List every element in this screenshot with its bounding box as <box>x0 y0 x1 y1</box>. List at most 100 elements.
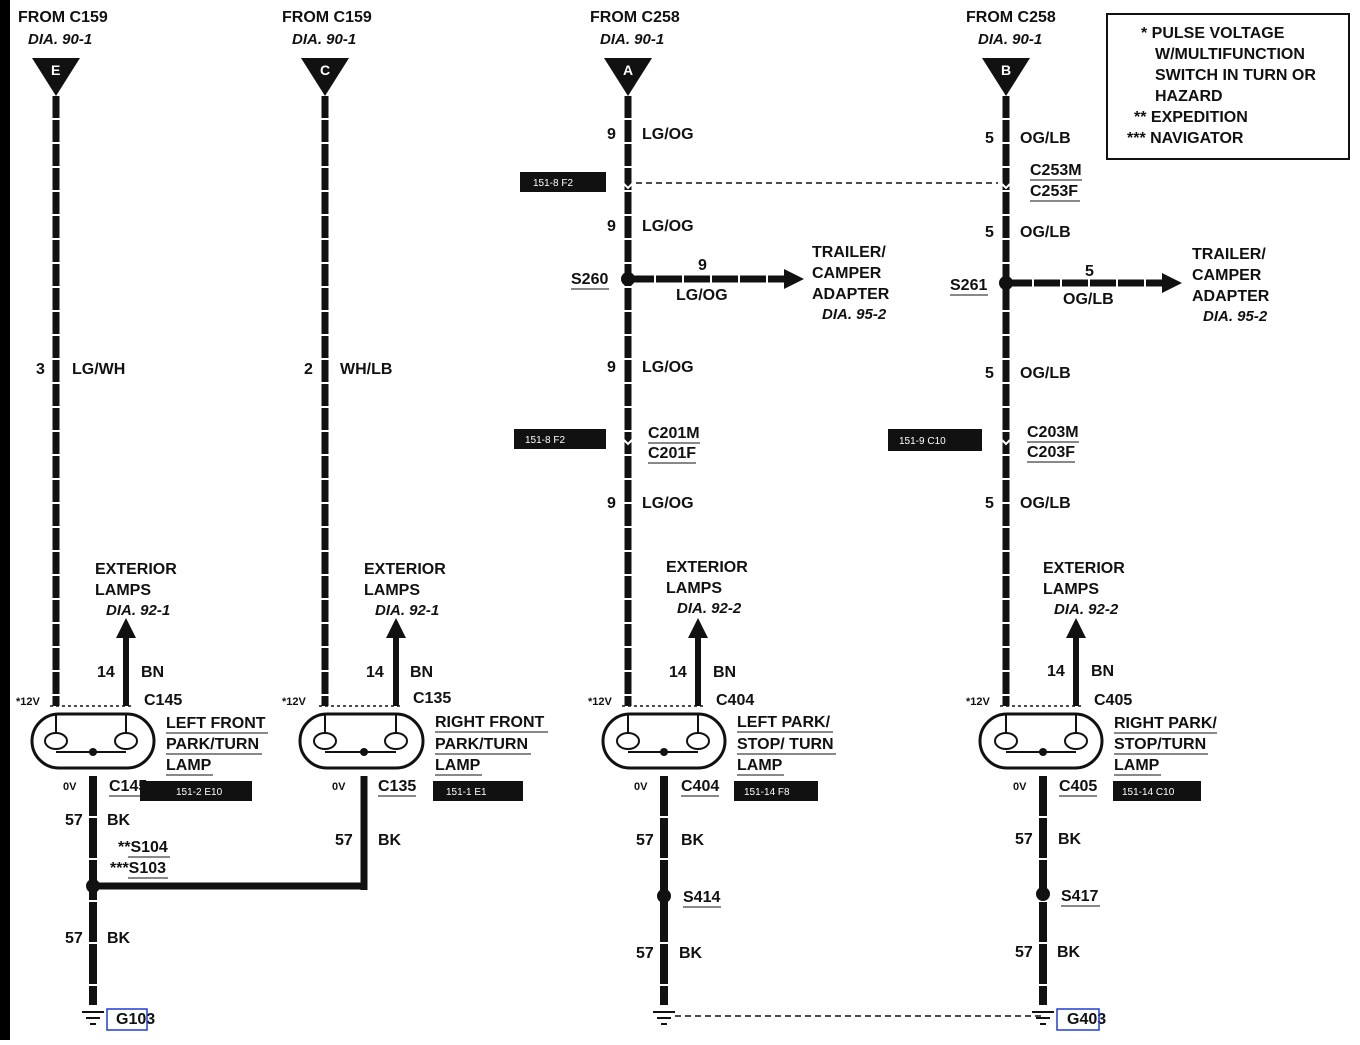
circuit-b-dia: DIA. 90-1 <box>978 31 1042 48</box>
circuit-a-br-col: LG/OG <box>676 287 728 304</box>
circuit-e-lamp-1: LEFT FRONT <box>166 715 266 732</box>
circuit-b-trailer1: TRAILER/ <box>1192 246 1266 263</box>
circuit-b-volt-top: *12V <box>966 696 991 708</box>
circuit-b-lamp-node <box>1039 748 1047 756</box>
circuit-b-w2-num: 5 <box>985 224 994 241</box>
circuit-e-conn-top: C145 <box>144 692 182 709</box>
circuit-c-bn-num: 14 <box>366 664 384 681</box>
circuit-a-dia: DIA. 90-1 <box>600 31 664 48</box>
circuit-e-connector-triangle <box>32 58 80 96</box>
circuit-c-bn-arrow <box>386 618 406 638</box>
circuit-a-lamp-2: STOP/ TURN <box>737 736 834 753</box>
circuit-c-ext-title1: EXTERIOR <box>364 561 446 578</box>
circuit-b-w3-num: 5 <box>985 365 994 382</box>
circuit-b-g1-col: BK <box>1058 831 1082 848</box>
circuit-c-gnd-num: 57 <box>335 832 353 849</box>
circuit-a-pin: A <box>623 62 633 78</box>
circuit-e-gnd-col1: BK <box>107 812 131 829</box>
circuit-b-trailer3: ADAPTER <box>1192 288 1270 305</box>
circuit-b-w3-col: OG/LB <box>1020 365 1071 382</box>
circuit-b-bn-label: BN <box>1091 663 1114 680</box>
circuit-a-trailer-dia: DIA. 95-2 <box>822 306 887 323</box>
circuit-b-s417-node <box>1036 887 1050 901</box>
circuit-e-wire-color: LG/WH <box>72 361 125 378</box>
circuit-a-conn-m: C201M <box>648 425 700 442</box>
circuit-b-ext-title1: EXTERIOR <box>1043 560 1125 577</box>
circuit-a-lamp-body <box>601 712 727 770</box>
circuit-b-trailer2: CAMPER <box>1192 267 1262 284</box>
legend-line-3: SWITCH IN TURN OR <box>1155 67 1316 84</box>
circuit-e-gnd-num2: 57 <box>65 930 83 947</box>
circuit-c-wire-color: WH/LB <box>340 361 392 378</box>
circuit-e-ext-title2: LAMPS <box>95 582 151 599</box>
circuit-a-lamp-3: LAMP <box>737 757 783 774</box>
circuit-a-g2-num: 57 <box>636 945 654 962</box>
circuit-e-ext-title1: EXTERIOR <box>95 561 177 578</box>
circuit-c-lamp-node <box>360 748 368 756</box>
circuit-a-ref3-tag <box>734 781 818 801</box>
circuit-b-branch-arrow <box>1162 273 1182 293</box>
circuit-e-bn-num: 14 <box>97 664 115 681</box>
circuit-b-ref2-tag <box>888 429 982 451</box>
circuit-c-volt-top: *12V <box>282 696 307 708</box>
circuit-c-dia: DIA. 90-1 <box>292 31 356 48</box>
circuit-b-g1-num: 57 <box>1015 831 1033 848</box>
circuit-a-ext-dia: DIA. 92-2 <box>677 600 742 617</box>
circuit-b-conn-top: C405 <box>1094 692 1132 709</box>
circuit-b-bn-arrow <box>1066 618 1086 638</box>
circuit-c-lamp-3: LAMP <box>435 757 481 774</box>
circuit-e-bn-arrow <box>116 618 136 638</box>
circuit-b-g2-col: BK <box>1057 944 1081 961</box>
circuit-b-w2-col: OG/LB <box>1020 224 1071 241</box>
circuit-b-ground-label: G403 <box>1067 1011 1106 1028</box>
circuit-b-conn-bot: C405 <box>1059 778 1097 795</box>
circuit-a-ref2-tag <box>514 429 606 449</box>
circuit-a-g1-num: 57 <box>636 832 654 849</box>
circuit-c-ref-text: 151-1 E1 <box>446 787 487 798</box>
circuit-b-ground-symbol <box>1032 1011 1054 1025</box>
circuit-a-br-num: 9 <box>698 257 707 274</box>
legend-line-6: *** NAVIGATOR <box>1127 130 1244 147</box>
circuit-e-gnd-col2: BK <box>107 930 131 947</box>
circuit-a-branch-arrow <box>784 269 804 289</box>
circuit-e-ground-highlight <box>106 1008 148 1031</box>
circuit-e-ground-label: G103 <box>116 1011 155 1028</box>
circuit-c-from: FROM C159 <box>282 9 372 26</box>
circuit-a-ext-title1: EXTERIOR <box>666 559 748 576</box>
circuit-a-volt-bot: 0V <box>634 781 648 793</box>
circuit-b-conn-f: C203F <box>1027 444 1075 461</box>
circuit-b-connector-triangle <box>982 58 1030 96</box>
circuit-b-br-num: 5 <box>1085 263 1094 280</box>
circuit-b-splice2: S417 <box>1061 888 1098 905</box>
circuit-b-c253-chevron <box>997 179 1015 190</box>
circuit-c-connector-triangle <box>301 58 349 96</box>
circuit-b-pin: B <box>1001 62 1011 78</box>
circuit-a: FROM C258 DIA. 90-1 A 9 LG/OG 151-8 F2 9… <box>514 9 1042 1025</box>
circuit-e-from: FROM C159 <box>18 9 108 26</box>
circuit-b-w1-num: 5 <box>985 130 994 147</box>
circuit-b-g2-num: 57 <box>1015 944 1033 961</box>
circuit-a-lamp-1: LEFT PARK/ <box>737 714 831 731</box>
circuit-e-wire-num: 3 <box>36 361 45 378</box>
circuit-b-c203-chevron <box>997 435 1015 446</box>
circuit-e-ref-text: 151-2 E10 <box>176 787 223 798</box>
circuit-e-conn-bot: C145 <box>109 778 147 795</box>
circuit-a-w4-col: LG/OG <box>642 495 694 512</box>
circuit-b-ext-title2: LAMPS <box>1043 581 1099 598</box>
circuit-b-w1-col: OG/LB <box>1020 130 1071 147</box>
circuit-e-bn-label: BN <box>141 664 164 681</box>
circuit-a-w1-num: 9 <box>607 126 616 143</box>
circuit-b-ref3-tag <box>1113 781 1201 801</box>
page-edge <box>0 0 10 1040</box>
circuit-c-wire-num: 2 <box>304 361 313 378</box>
circuit-c-lamp-1: RIGHT FRONT <box>435 714 545 731</box>
circuit-a-g2-col: BK <box>679 945 703 962</box>
circuit-a-splice2: S414 <box>683 889 720 906</box>
circuit-c-bn-label: BN <box>410 664 433 681</box>
circuit-b-from: FROM C258 <box>966 9 1056 26</box>
circuit-a-splice: S260 <box>571 271 608 288</box>
legend-line-5: ** EXPEDITION <box>1134 109 1248 126</box>
circuit-c-lamp-body <box>298 712 425 770</box>
circuit-b-bn-num: 14 <box>1047 663 1065 680</box>
circuit-b-lamp-body <box>978 712 1104 770</box>
